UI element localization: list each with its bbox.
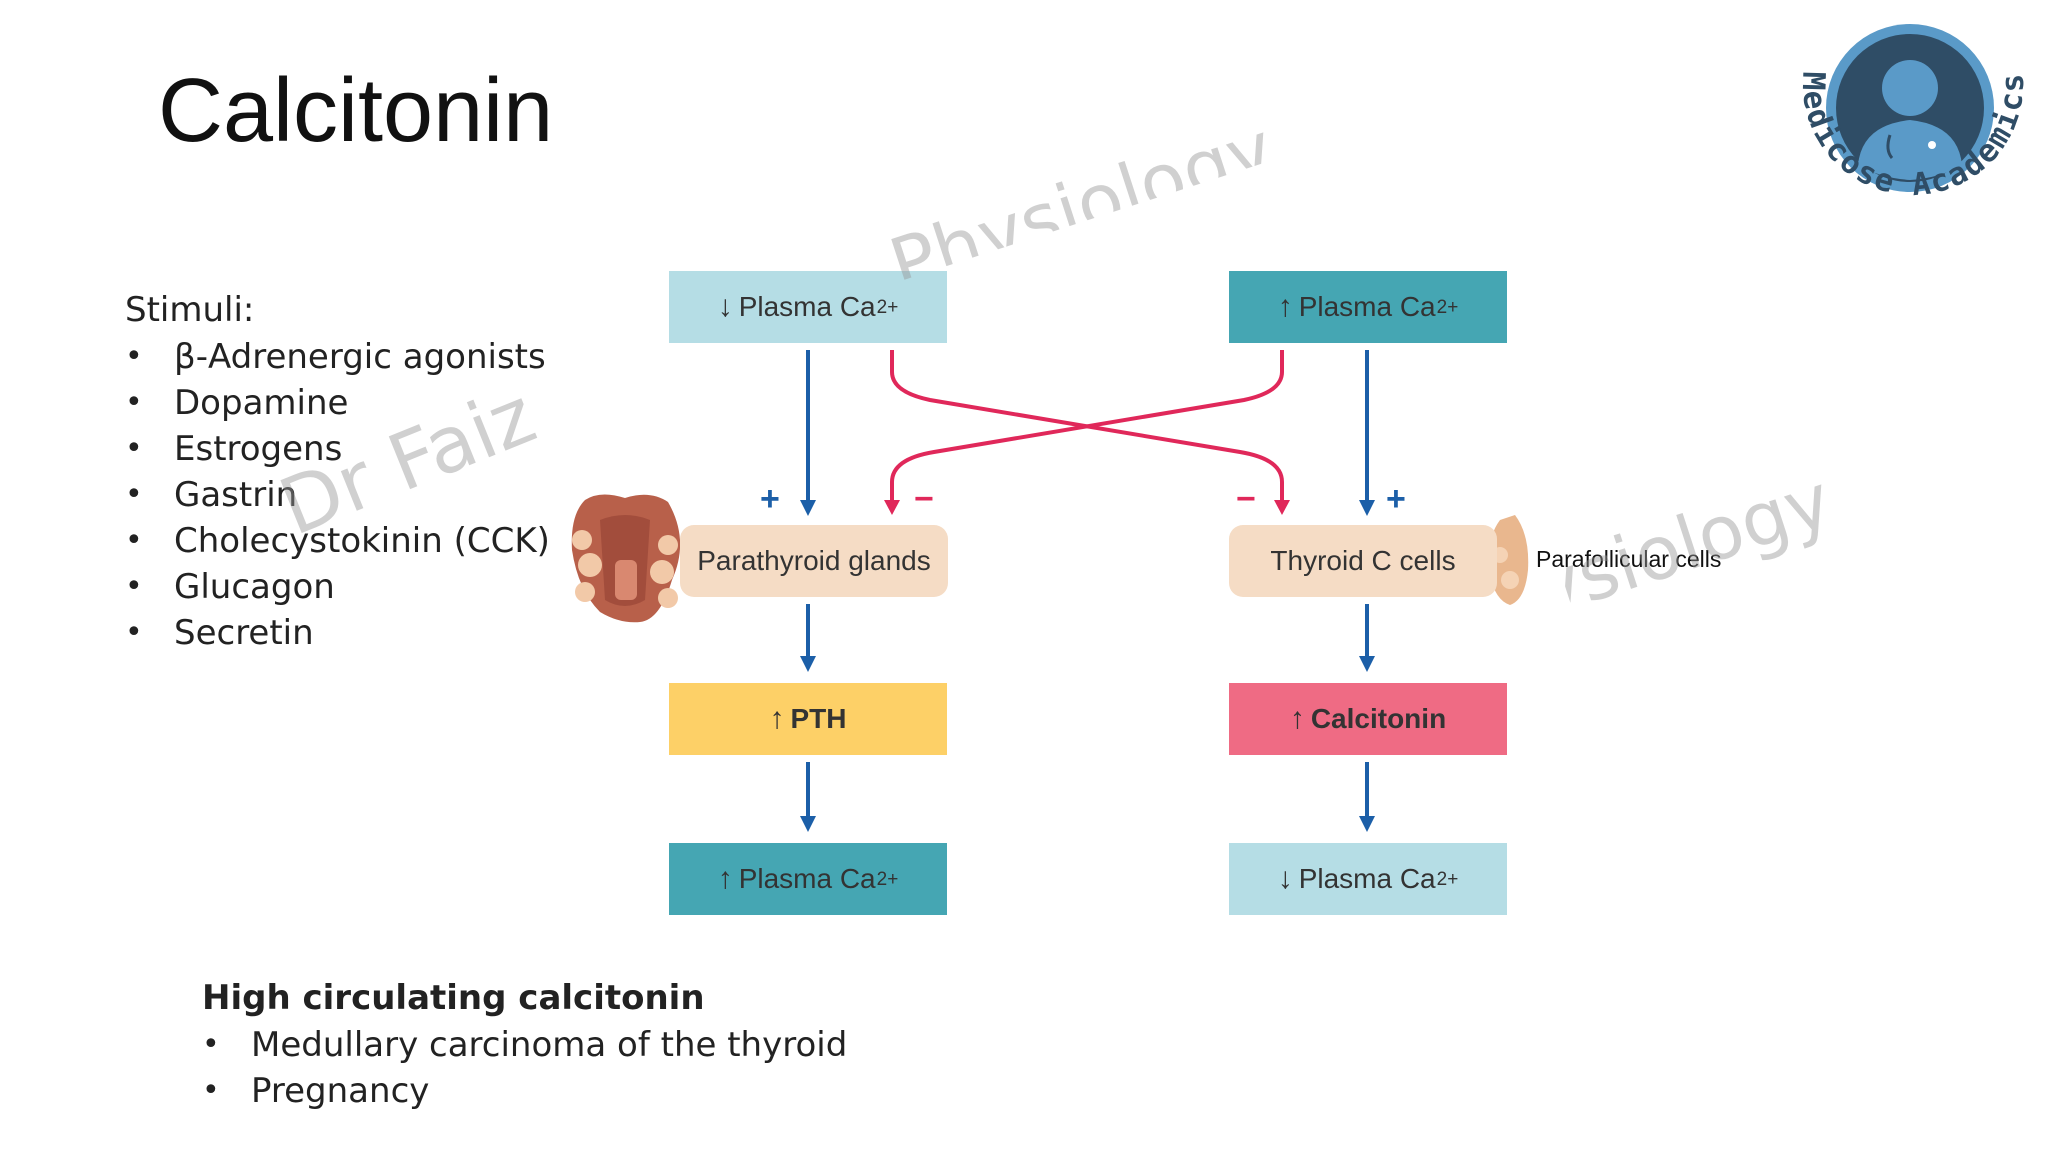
down-arrow-icon: ↓ bbox=[1277, 862, 1293, 895]
inhibit-sign: − bbox=[914, 480, 934, 518]
blue-arrowhead bbox=[1359, 816, 1375, 832]
down-arrow-icon: ↓ bbox=[717, 290, 733, 323]
box-label: Thyroid C cells bbox=[1270, 545, 1456, 576]
calcitonin-box: ↑ Calcitonin bbox=[1229, 683, 1507, 755]
up-arrow-icon: ↑ bbox=[1289, 702, 1305, 735]
up-arrow-icon: ↑ bbox=[717, 862, 733, 895]
parafollicular-cells-label: Parafollicular cells bbox=[1536, 546, 1722, 572]
superscript: 2+ bbox=[1436, 868, 1459, 890]
list-item: Estrogens bbox=[125, 426, 550, 472]
box-label: Plasma Ca bbox=[1298, 291, 1436, 322]
list-item: Gastrin bbox=[125, 472, 550, 518]
stimuli-heading: Stimuli: bbox=[125, 290, 255, 330]
inhibit-sign: − bbox=[1236, 480, 1256, 518]
blue-arrowhead bbox=[1359, 500, 1375, 516]
red-arrowhead bbox=[1274, 500, 1290, 515]
red-arrowhead bbox=[884, 500, 900, 515]
thyroid-c-cells-box: Thyroid C cells bbox=[1229, 525, 1497, 597]
blue-arrowhead bbox=[1359, 656, 1375, 672]
pth-box: ↑ PTH bbox=[669, 683, 947, 755]
slide-title: Calcitonin bbox=[158, 61, 554, 161]
box-label: Plasma Ca bbox=[738, 863, 876, 894]
list-item: β-Adrenergic agonists bbox=[125, 334, 550, 380]
stimuli-list: β-Adrenergic agonists Dopamine Estrogens… bbox=[125, 334, 550, 656]
superscript: 2+ bbox=[1436, 296, 1459, 318]
list-item: Glucagon bbox=[125, 564, 550, 610]
up-arrow-icon: ↑ bbox=[1277, 290, 1293, 323]
box-label: Calcitonin bbox=[1310, 703, 1447, 734]
list-item: Pregnancy bbox=[202, 1068, 847, 1114]
up-arrow-icon: ↑ bbox=[769, 702, 785, 735]
high-calcitonin-list: Medullary carcinoma of the thyroid Pregn… bbox=[202, 1022, 847, 1114]
list-item: Dopamine bbox=[125, 380, 550, 426]
superscript: 2+ bbox=[876, 296, 899, 318]
blue-arrowhead bbox=[800, 500, 816, 516]
parathyroid-glands-box: Parathyroid glands bbox=[680, 525, 948, 597]
blue-arrowhead bbox=[800, 656, 816, 672]
list-item: Cholecystokinin (CCK) bbox=[125, 518, 550, 564]
box-label: Plasma Ca bbox=[738, 291, 876, 322]
logo-text: Medicose Academics bbox=[1795, 71, 2029, 203]
parathyroid-illustration bbox=[571, 494, 681, 623]
box-label: Parathyroid glands bbox=[697, 545, 931, 576]
box-label: PTH bbox=[790, 703, 847, 734]
inhibit-line-right bbox=[890, 350, 1284, 505]
stimulate-sign: + bbox=[1386, 480, 1406, 518]
blue-arrowhead bbox=[800, 816, 816, 832]
superscript: 2+ bbox=[876, 868, 899, 890]
list-item: Medullary carcinoma of the thyroid bbox=[202, 1022, 847, 1068]
list-item: Secretin bbox=[125, 610, 550, 656]
high-calcitonin-heading: High circulating calcitonin bbox=[202, 978, 705, 1018]
box-label: Plasma Ca bbox=[1298, 863, 1436, 894]
svg-text:Medicose Academics: Medicose Academics bbox=[1795, 71, 2031, 203]
logo-emblem bbox=[1826, 24, 1994, 192]
stimulate-sign: + bbox=[760, 480, 780, 518]
